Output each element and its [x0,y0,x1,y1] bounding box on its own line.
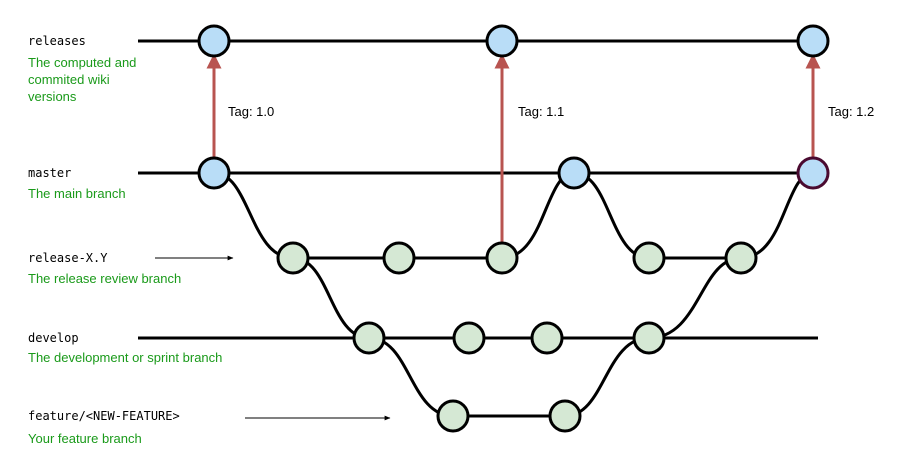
pointer-arrows [155,255,391,421]
develop-commit [530,321,564,355]
master-commit [557,156,591,190]
commits [197,24,830,433]
branch-connectors [213,171,814,418]
release-commit [485,241,519,275]
develop-to-release-connector [648,256,742,340]
release-commit [382,241,416,275]
branch-names: releases master release-X.Y develop feat… [28,34,180,423]
feature-to-develop-connector [564,336,650,418]
develop-description: The development or sprint branch [28,350,222,365]
master-commit-highlighted [796,156,830,190]
branch-name-master: master [28,166,71,180]
feature-commit [548,399,582,433]
tag-arrows [206,53,821,243]
release-commit [724,241,758,275]
develop-commit [452,321,486,355]
develop-commit [632,321,666,355]
develop-to-feature-connector [368,336,454,418]
branch-lines [138,39,818,418]
branch-name-develop: develop [28,331,79,345]
feature-description: Your feature branch [28,431,142,446]
master-commit [197,156,231,190]
release-to-develop-connector [292,256,370,340]
releases-commit [796,24,830,58]
releases-description-line: commited wiki [28,72,110,87]
tag-labels: Tag: 1.0 Tag: 1.1 Tag: 1.2 [228,104,874,119]
master-to-release-connector-2 [573,171,650,260]
branch-name-releases: releases [28,34,86,48]
develop-commit [352,321,386,355]
release-commit [276,241,310,275]
branch-name-release: release-X.Y [28,251,108,265]
release-description: The release review branch [28,271,181,286]
releases-description-line: The computed and [28,55,136,70]
tag-label-1-2: Tag: 1.2 [828,104,874,119]
master-description: The main branch [28,186,126,201]
releases-commit [197,24,231,58]
releases-description-line: versions [28,89,77,104]
feature-commit [436,399,470,433]
branch-descriptions: The computed and commited wiki versions … [28,55,222,446]
release-commit [632,241,666,275]
tag-label-1-1: Tag: 1.1 [518,104,564,119]
releases-commit [485,24,519,58]
branch-name-feature: feature/<NEW-FEATURE> [28,409,180,423]
release-to-master-connector [501,171,575,260]
tag-label-1-0: Tag: 1.0 [228,104,274,119]
master-to-release-connector [213,171,294,260]
release-to-master-connector-2 [740,171,814,260]
